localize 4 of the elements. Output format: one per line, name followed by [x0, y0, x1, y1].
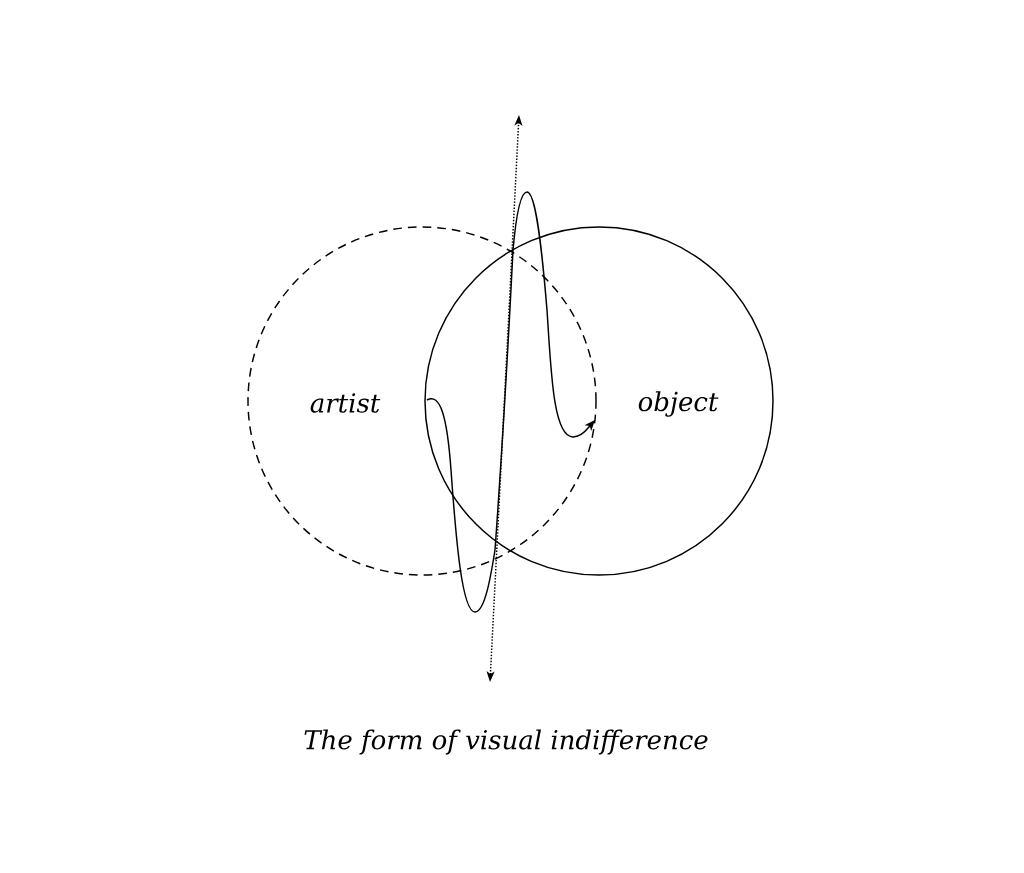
curved-arrow: [426, 191, 595, 613]
circle-label: object: [638, 391, 719, 417]
circle-label: artist: [310, 393, 381, 413]
caption: The form of visual indifference: [304, 729, 708, 755]
